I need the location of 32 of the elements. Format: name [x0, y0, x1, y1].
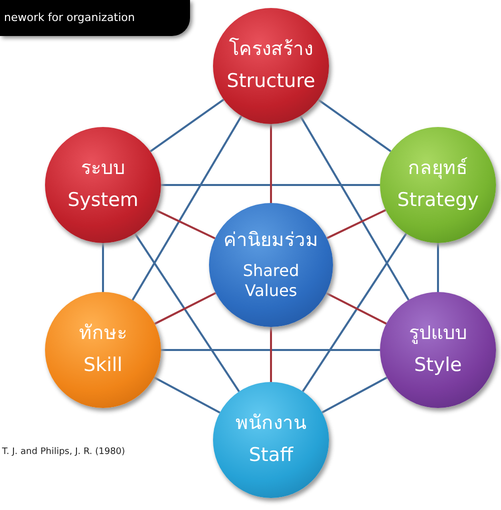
connector-line: [322, 376, 388, 414]
connector-line: [326, 292, 387, 325]
thai-label: กลยุทธ์: [407, 157, 469, 181]
connector-line: [132, 115, 242, 301]
connector-line: [102, 243, 104, 292]
connector-line: [437, 243, 439, 292]
connector-line: [318, 98, 392, 152]
connector-line: [270, 124, 272, 203]
thai-label: ค่านิยมร่วม: [222, 229, 320, 253]
thai-label: ระบบ: [80, 157, 126, 181]
connector-line: [161, 349, 380, 351]
connector-line: [161, 184, 380, 186]
citation-text: T. J. and Philips, J. R. (1980): [2, 446, 126, 459]
thai-label: โครงสร้าง: [228, 38, 314, 62]
english-label: System: [66, 189, 140, 213]
connector-line: [326, 209, 386, 240]
connector-line: [134, 232, 240, 392]
connector-line: [270, 327, 272, 382]
title-banner: nework for organization: [0, 0, 190, 36]
english-label: Shared Values: [242, 260, 300, 301]
connector-line: [150, 98, 224, 152]
english-label: Staff: [248, 444, 294, 468]
english-label: Strategy: [396, 189, 480, 213]
thai-label: รูปแบบ: [408, 322, 468, 346]
connector-line: [154, 292, 216, 325]
thai-label: ทักษะ: [78, 322, 128, 346]
thai-label: พนักงาน: [234, 412, 308, 436]
english-label: Skill: [82, 354, 124, 378]
connector-line: [154, 376, 220, 414]
english-label: Style: [413, 354, 463, 378]
english-label: Structure: [226, 70, 316, 94]
connector-line: [154, 209, 216, 240]
